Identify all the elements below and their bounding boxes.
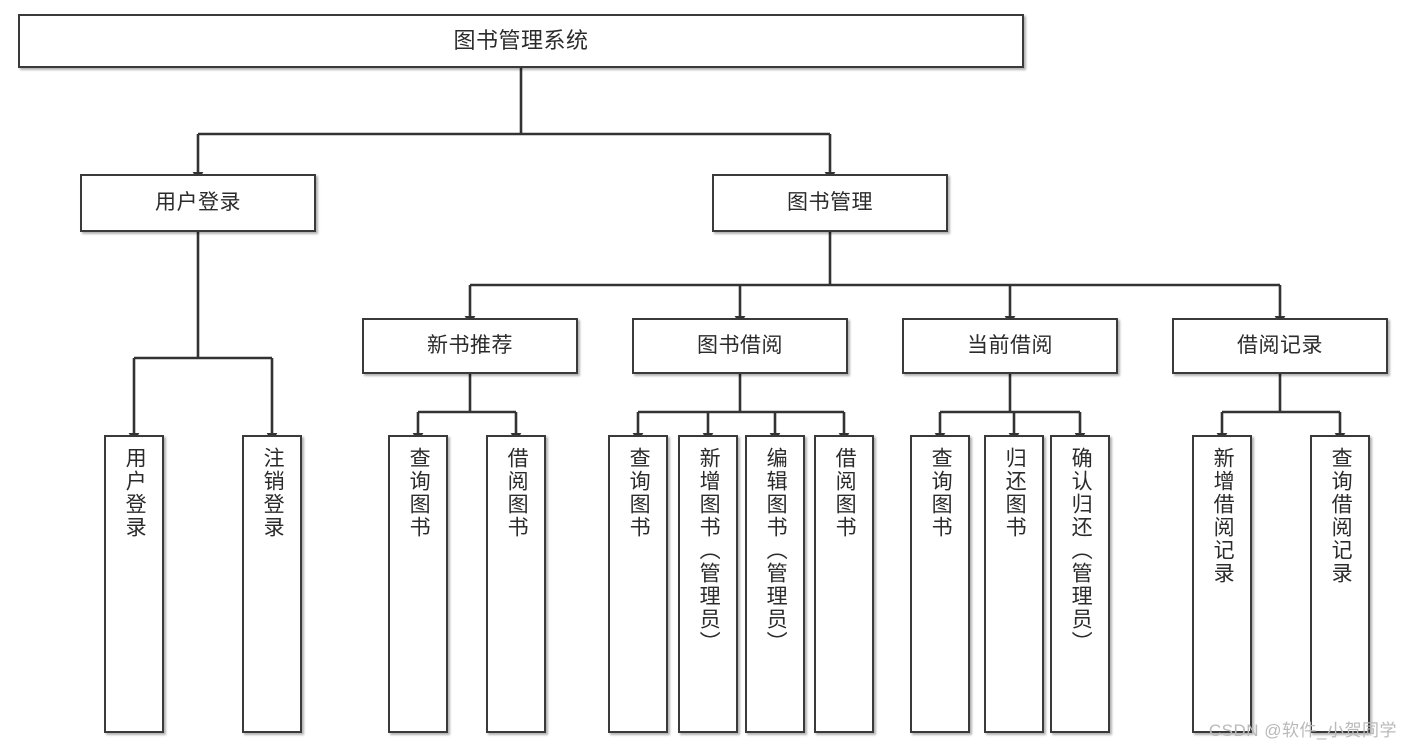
node-label: 借阅记录: [1237, 333, 1323, 357]
node-new_books[interactable]: 新书推荐: [362, 318, 578, 374]
node-cur_confirm[interactable]: 确认归还（管理员）: [1050, 435, 1110, 733]
node-borrow[interactable]: 图书借阅: [632, 318, 848, 374]
node-bk_edit[interactable]: 编辑图书（管理员）: [745, 435, 805, 733]
node-leaf_login[interactable]: 用户登录: [104, 435, 164, 733]
node-bk_add[interactable]: 新增图书（管理员）: [678, 435, 738, 733]
node-label: 新书推荐: [427, 333, 513, 357]
node-label: 图书管理系统: [453, 28, 589, 54]
node-rec_query[interactable]: 查询借阅记录: [1310, 435, 1370, 733]
node-rec_add[interactable]: 新增借阅记录: [1192, 435, 1252, 733]
node-book_mgmt[interactable]: 图书管理: [712, 174, 948, 232]
node-records[interactable]: 借阅记录: [1172, 318, 1388, 374]
node-current[interactable]: 当前借阅: [902, 318, 1118, 374]
watermark: CSDN @软件_小贺同学: [1208, 721, 1397, 740]
node-label: 查询图书: [627, 447, 651, 539]
node-bk_query[interactable]: 查询图书: [608, 435, 668, 733]
node-label: 当前借阅: [967, 333, 1053, 357]
node-label: 图书管理: [787, 190, 873, 214]
node-label: 新增借阅记录: [1211, 447, 1235, 585]
node-label: 新增图书（管理员）: [697, 447, 721, 654]
node-label: 图书借阅: [697, 333, 783, 357]
node-label: 确认归还（管理员）: [1069, 447, 1093, 654]
node-label: 查询图书: [407, 447, 431, 539]
node-label: 编辑图书（管理员）: [764, 447, 788, 654]
node-nb_query[interactable]: 查询图书: [388, 435, 448, 733]
node-label: 用户登录: [155, 190, 241, 214]
node-cur_query[interactable]: 查询图书: [910, 435, 970, 733]
node-label: 查询借阅记录: [1329, 447, 1353, 585]
node-label: 借阅图书: [505, 447, 529, 539]
node-root[interactable]: 图书管理系统: [18, 14, 1024, 68]
node-user_login[interactable]: 用户登录: [80, 174, 316, 232]
node-label: 归还图书: [1003, 447, 1027, 539]
node-label: 注销登录: [261, 447, 285, 539]
node-label: 借阅图书: [833, 447, 857, 539]
node-cur_return[interactable]: 归还图书: [984, 435, 1044, 733]
node-leaf_logout[interactable]: 注销登录: [242, 435, 302, 733]
node-label: 用户登录: [123, 447, 147, 539]
node-nb_borrow[interactable]: 借阅图书: [486, 435, 546, 733]
node-label: 查询图书: [929, 447, 953, 539]
node-bk_borrow[interactable]: 借阅图书: [814, 435, 874, 733]
